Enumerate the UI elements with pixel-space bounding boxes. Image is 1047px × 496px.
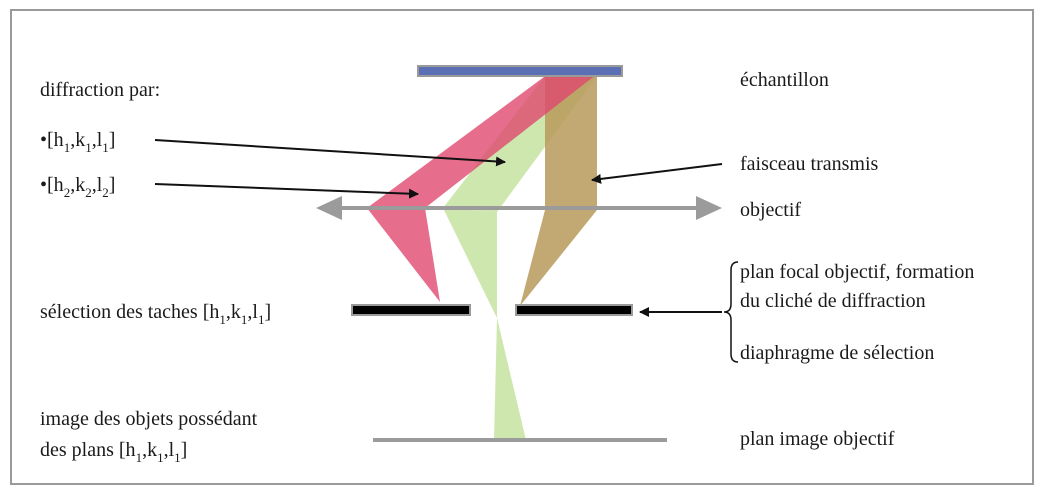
arrow-h2 — [154, 183, 419, 199]
label-diaphragme: diaphragme de sélection — [740, 342, 935, 364]
label-image-line1: image des objets possédant — [40, 408, 258, 430]
label-plan-focal-1: plan focal objectif, formation — [740, 261, 975, 283]
label-plan-image: plan image objectif — [740, 428, 895, 450]
label-selection: sélection des taches [h1,k1,l1] — [40, 301, 272, 327]
aperture-right — [515, 304, 633, 316]
label-reflection-h2: •[h2,k2,l2] — [40, 174, 116, 200]
objective-lens-left-head — [316, 196, 342, 220]
label-image-line2: des plans [h1,k1,l1] — [40, 439, 188, 465]
transmitted-beam — [520, 76, 597, 306]
label-echantillon: échantillon — [740, 69, 829, 91]
label-reflection-h1: •[h1,k1,l1] — [40, 129, 116, 155]
diagram-frame — [10, 9, 1034, 485]
arrow-h1 — [154, 139, 506, 167]
objective-lens-right-head — [696, 196, 722, 220]
beam-h1-image — [494, 318, 526, 440]
brace — [723, 261, 739, 363]
label-diffraction-title: diffraction par: — [40, 79, 161, 101]
aperture-left — [351, 304, 471, 316]
sample-bar — [417, 65, 623, 77]
label-objectif: objectif — [740, 199, 802, 221]
beam-h1-lower — [443, 208, 497, 318]
label-plan-focal-2: du cliché de diffraction — [740, 290, 926, 312]
beam-h2 — [367, 74, 597, 302]
label-faisceau-transmis: faisceau transmis — [740, 153, 879, 175]
arrow-transmitted — [591, 163, 723, 184]
